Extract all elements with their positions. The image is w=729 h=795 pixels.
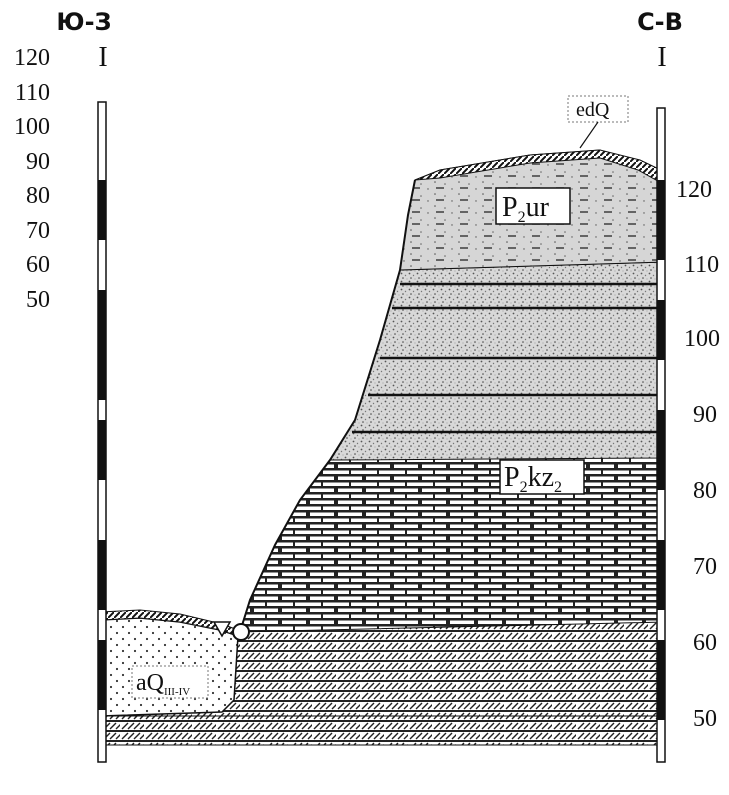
- right-scale-value: 60: [693, 630, 717, 656]
- section-marker-right: I: [657, 42, 666, 73]
- label-kazanian: P2kz2: [499, 459, 585, 496]
- label-topsoil: edQ: [567, 95, 629, 149]
- label-urzhum: P2ur: [495, 187, 571, 226]
- slope-outline: [239, 179, 416, 633]
- right-scale-value: 50: [693, 706, 717, 732]
- left-scale-value: 120: [14, 45, 50, 71]
- label-kazanian-main: P: [504, 462, 520, 493]
- left-scale-value: 90: [26, 149, 50, 175]
- right-scale-value: 70: [693, 554, 717, 580]
- right-scale-value: 120: [676, 177, 712, 203]
- borehole-left: [97, 101, 107, 763]
- section-marker-left: I: [98, 42, 107, 73]
- left-scale-value: 50: [26, 287, 50, 313]
- svg-text:P2kz2: P2kz2: [504, 462, 562, 496]
- right-scale-value: 100: [684, 326, 720, 352]
- right-scale-value: 90: [693, 402, 717, 428]
- label-topsoil-text: edQ: [576, 99, 610, 121]
- spring-icon: [232, 623, 250, 641]
- layer-kazanian: [329, 261, 666, 461]
- label-alluvium-main: aQ: [136, 670, 164, 696]
- bottom-strip: [99, 715, 666, 746]
- right-scale-value: 110: [684, 252, 719, 278]
- right-scale-value: 80: [693, 478, 717, 504]
- label-urzhum-sub: 2: [518, 209, 526, 226]
- left-elevation-scale: 120 110 100 90 80 70 60 50: [14, 45, 50, 313]
- label-alluvium: aQIII-IV: [131, 665, 209, 699]
- right-elevation-scale: 120 110 100 90 80 70 60 50: [676, 177, 720, 732]
- left-scale-value: 80: [26, 183, 50, 209]
- left-scale-value: 110: [15, 80, 50, 106]
- borehole-right: [656, 107, 666, 763]
- left-scale-value: 70: [26, 218, 50, 244]
- label-kazanian-sub2: 2: [554, 479, 562, 496]
- svg-text:P2ur: P2ur: [502, 192, 550, 226]
- left-scale-value: 100: [14, 114, 50, 140]
- left-scale-value: 60: [26, 252, 50, 278]
- dark-bands: [352, 282, 665, 434]
- geology-layers: [99, 149, 666, 746]
- direction-label-left: Ю-З: [56, 8, 111, 36]
- label-alluvium-sub: III-IV: [164, 686, 190, 698]
- svg-text:aQIII-IV: aQIII-IV: [136, 670, 190, 698]
- label-kazanian-suffix: kz: [528, 462, 554, 493]
- water-level-marker: [212, 621, 250, 641]
- layer-limestone: [239, 454, 666, 633]
- label-urzhum-main: P: [502, 192, 518, 223]
- label-urzhum-suffix: ur: [526, 192, 550, 223]
- direction-label-right: С-В: [637, 8, 683, 36]
- label-kazanian-sub: 2: [520, 479, 528, 496]
